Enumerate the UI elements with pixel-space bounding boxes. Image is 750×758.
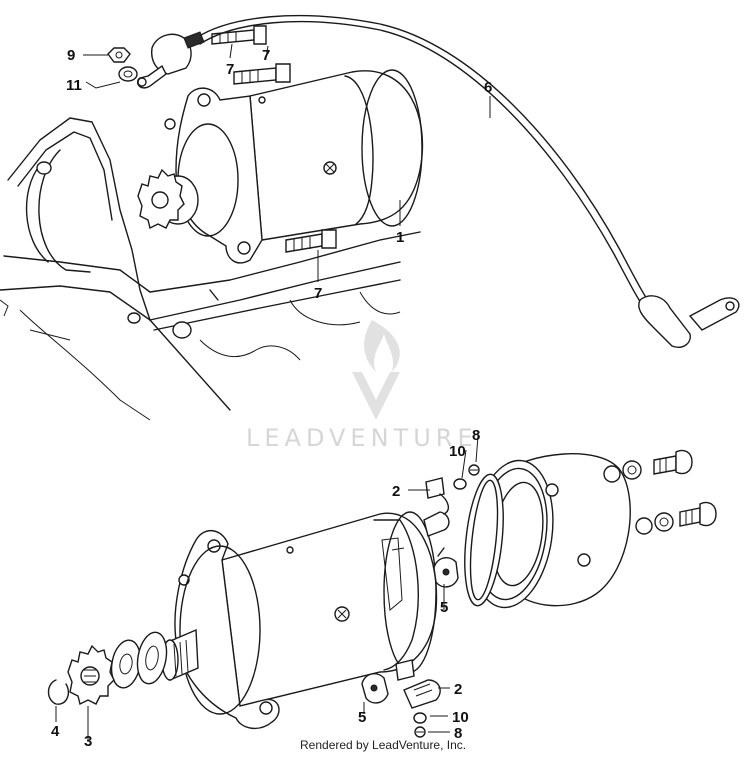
callout-5-upper: 5 <box>440 599 448 616</box>
starter-cable <box>136 14 740 348</box>
callout-labels: 9 11 7 7 6 1 7 2 10 8 5 5 2 10 8 4 3 <box>51 47 492 750</box>
leader-lines <box>55 43 491 740</box>
callout-9: 9 <box>67 47 75 64</box>
brush-holder-upper <box>433 547 459 588</box>
circlip-4 <box>47 679 70 705</box>
bolt-lower-mount <box>285 229 337 253</box>
nut-9 <box>107 47 131 63</box>
o-ring-seal <box>464 473 504 607</box>
engine-crankcase <box>0 117 421 421</box>
spacer-washer <box>136 631 168 685</box>
callout-10-lower: 10 <box>452 709 469 726</box>
callout-11: 11 <box>66 77 82 94</box>
callout-8-lower: 8 <box>454 725 462 742</box>
screw-8-lower <box>414 726 426 738</box>
leadventure-watermark-logo <box>352 320 400 420</box>
callout-10-upper: 10 <box>449 443 466 460</box>
rear-cover-screw-lower <box>635 501 717 535</box>
callout-2-lower: 2 <box>454 681 462 698</box>
callout-4: 4 <box>51 723 60 740</box>
pinion-gear-lower <box>67 644 115 706</box>
callout-7-lower: 7 <box>314 285 322 302</box>
callout-8-upper: 8 <box>472 427 480 444</box>
bolt-upper-right <box>233 63 291 85</box>
washer-11 <box>118 66 138 82</box>
callout-5-lower: 5 <box>358 709 366 726</box>
callout-2-upper: 2 <box>392 483 400 500</box>
callout-6: 6 <box>484 79 492 96</box>
washer-10-lower <box>413 712 427 724</box>
brush-holder-lower <box>361 673 389 704</box>
callout-7-upper-left: 7 <box>226 61 234 78</box>
callout-1: 1 <box>396 229 404 246</box>
starter-motor-installed <box>137 69 424 264</box>
starter-motor-yoke <box>161 511 438 729</box>
brush-assembly-lower <box>395 659 441 709</box>
pinion-gear-upper <box>137 168 185 230</box>
footer-credit: Rendered by LeadVenture, Inc. <box>300 738 467 752</box>
callout-7-upper-right: 7 <box>262 47 270 64</box>
screw-8-upper <box>468 464 480 476</box>
callout-3: 3 <box>84 733 92 750</box>
rear-cover-screw-upper <box>603 449 693 483</box>
washer-10-upper <box>453 478 467 490</box>
watermark-text: LEADVENTURE <box>246 424 478 452</box>
brush-assembly-upper <box>423 477 450 537</box>
